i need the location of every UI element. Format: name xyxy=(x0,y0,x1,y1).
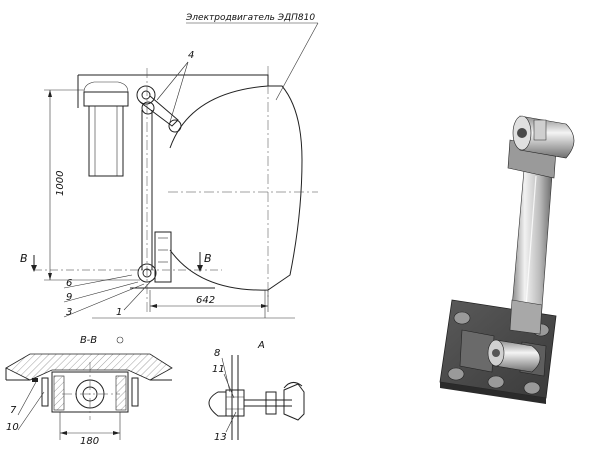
callout-6: 6 xyxy=(66,278,72,289)
width-arrow-right xyxy=(261,304,268,308)
render-upper-drum-bore xyxy=(517,128,527,138)
callout-7-leader xyxy=(17,381,37,416)
top-pivot-inner xyxy=(141,90,151,100)
render-lower-drum xyxy=(495,339,541,373)
section-b-right-head xyxy=(197,265,203,272)
bolt-right xyxy=(131,377,139,407)
render-bolt-1 xyxy=(453,311,471,325)
callout-3: 3 xyxy=(66,307,72,318)
section-dimension: 180 xyxy=(80,436,99,447)
view-a: A 8 11 13 xyxy=(208,340,305,443)
section-housing xyxy=(5,353,173,381)
width-dimension: 642 xyxy=(196,295,215,306)
render-left-block xyxy=(459,329,495,373)
callout-9-leader xyxy=(63,281,139,303)
bolt-left xyxy=(41,377,49,407)
top-pivot-outer xyxy=(136,85,156,105)
height-dimension: 1000 xyxy=(55,171,66,196)
view-a-top-lug xyxy=(283,382,303,389)
view-a-end-fitting xyxy=(283,383,305,421)
callout-13-leader xyxy=(225,411,237,433)
bearing-right-hatch xyxy=(115,375,127,411)
bottom-pivot-outer xyxy=(137,263,157,283)
callout-10: 10 xyxy=(6,422,19,433)
callout-13: 13 xyxy=(214,432,227,443)
bushing-cap xyxy=(83,91,129,107)
isometric-render xyxy=(439,115,575,404)
bearing-left-hatch xyxy=(53,375,65,411)
callout-1-leader xyxy=(123,279,153,311)
view-a-title: A xyxy=(257,340,265,351)
callout-6-leader xyxy=(63,274,133,289)
motor-title-label: Электродвигатель ЭДП810 xyxy=(185,13,315,23)
bushing-top-arc xyxy=(83,81,129,93)
callout-4-leader-2 xyxy=(169,61,189,123)
view-a-dome xyxy=(208,391,227,417)
render-upper-drum xyxy=(519,115,575,159)
section-marker-circle xyxy=(116,336,124,344)
render-lower-drum-bore xyxy=(492,349,500,357)
top-bolt xyxy=(141,101,155,115)
section-b-left-head xyxy=(31,265,37,272)
frame-top xyxy=(78,74,269,86)
render-bolt-5 xyxy=(523,381,541,395)
lower-bracket xyxy=(154,231,172,283)
callout-4-leader xyxy=(156,61,189,101)
main-view: Электродвигатель ЭДП810 xyxy=(20,13,319,319)
callout-10-leader xyxy=(17,391,45,431)
callout-8: 8 xyxy=(214,348,220,359)
callout-4: 4 xyxy=(188,50,194,61)
section-bb-view: B-B 180 7 10 xyxy=(5,335,173,447)
callout-8-leader xyxy=(221,357,231,393)
view-a-mid-nut xyxy=(265,391,277,415)
render-rod-collar xyxy=(509,299,543,335)
height-arrow-bottom xyxy=(48,273,52,280)
callout-11: 11 xyxy=(212,364,225,375)
motor-outline xyxy=(169,85,303,291)
section-b-right-label: B xyxy=(204,252,212,265)
height-arrow-top xyxy=(48,90,52,97)
section-arrow-right xyxy=(113,431,120,435)
callout-9: 9 xyxy=(66,292,72,303)
swing-link xyxy=(139,95,179,127)
render-bolt-4 xyxy=(487,375,505,389)
callout-1: 1 xyxy=(116,307,122,318)
render-plate-edge xyxy=(440,382,546,404)
callout-3-leader xyxy=(63,283,145,318)
section-arrow-left xyxy=(60,431,67,435)
view-a-nut xyxy=(225,389,245,417)
bottom-pivot-inner xyxy=(142,268,152,278)
bolt-left-head xyxy=(32,378,38,382)
width-arrow-left xyxy=(150,304,157,308)
callout-11-leader xyxy=(223,373,235,399)
section-bb-title: B-B xyxy=(80,335,97,346)
link-end-pivot xyxy=(168,119,182,133)
render-upper-cap xyxy=(533,119,547,141)
section-b-left-label: B xyxy=(20,252,28,265)
callout-7: 7 xyxy=(10,405,17,416)
render-bolt-3 xyxy=(447,367,465,381)
bushing-body xyxy=(88,105,124,177)
title-leader xyxy=(275,22,319,101)
